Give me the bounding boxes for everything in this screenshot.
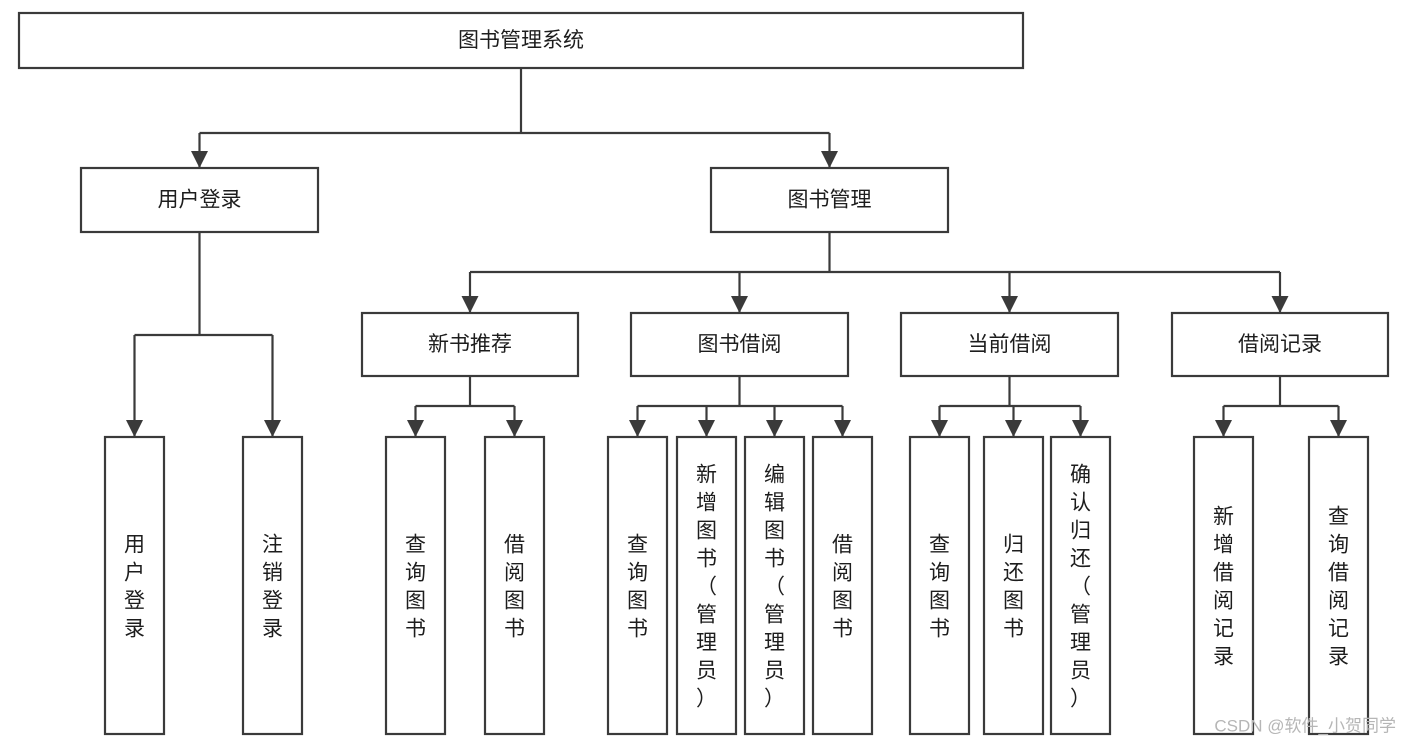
node-label: 新增图书（管理员） [696,463,717,710]
node-user-login[interactable]: 用户登录 [79,166,320,234]
edge-group-new-book-rec [407,376,523,437]
edge-group-book-manage [461,232,1289,313]
node-label: 新增借阅记录 [1213,505,1234,668]
node-new-book-rec[interactable]: 新书推荐 [360,311,580,378]
node-leaf-query-book-bb[interactable]: 查询图书 [606,435,669,736]
node-leaf-borrow-book-rec[interactable]: 借阅图书 [483,435,546,736]
csdn-watermark: CSDN @软件_小贺同学 [1214,716,1396,735]
node-box [982,435,1045,736]
node-leaf-query-record[interactable]: 查询借阅记录 [1307,435,1370,736]
node-label: 查询图书 [405,533,426,640]
node-label: 图书管理系统 [458,29,584,52]
arrow-head-icon [191,151,208,168]
node-label: 查询图书 [627,533,648,640]
node-box [606,435,669,736]
node-label: 新书推荐 [428,333,512,356]
node-leaf-add-book[interactable]: 新增图书（管理员） [675,435,738,736]
arrow-head-icon [1072,420,1089,437]
node-leaf-return-book[interactable]: 归还图书 [982,435,1045,736]
edge-group-current-borrow [931,376,1089,437]
node-leaf-confirm-return[interactable]: 确认归还（管理员） [1049,435,1112,736]
arrow-head-icon [698,420,715,437]
node-label: 注销登录 [262,533,283,640]
arrow-head-icon [1330,420,1347,437]
node-box [79,166,320,234]
arrow-head-icon [407,420,424,437]
arrow-head-icon [264,420,281,437]
node-box [908,435,971,736]
node-current-borrow[interactable]: 当前借阅 [899,311,1120,378]
node-box [1192,435,1255,736]
edge-group-user-login [126,232,281,437]
node-label: 借阅图书 [504,533,525,640]
nodes-layer: 图书管理系统用户登录图书管理新书推荐图书借阅当前借阅借阅记录用户登录注销登录查询… [17,11,1390,736]
node-label: 图书管理 [788,189,872,212]
node-box [483,435,546,736]
node-label: 归还图书 [1003,533,1024,640]
arrow-head-icon [1001,296,1018,313]
node-label: 借阅图书 [832,533,853,640]
arrow-head-icon [1271,296,1289,313]
arrow-head-icon [834,420,851,437]
node-box [811,435,874,736]
node-label: 编辑图书（管理员） [764,463,785,710]
arrow-head-icon [1215,420,1232,437]
node-book-borrow[interactable]: 图书借阅 [629,311,850,378]
arrow-head-icon [126,420,143,437]
node-box [241,435,304,736]
arrow-head-icon [506,420,523,437]
node-box [1170,311,1390,378]
node-box [1307,435,1370,736]
node-box [629,311,850,378]
node-box [743,435,806,736]
node-label: 用户登录 [158,189,242,212]
edges-layer [126,68,1347,437]
node-label: 查询借阅记录 [1328,505,1349,668]
node-leaf-logout[interactable]: 注销登录 [241,435,304,736]
edge-group-borrow-record [1215,376,1347,437]
node-leaf-query-book-rec[interactable]: 查询图书 [384,435,447,736]
node-box [1049,435,1112,736]
node-root[interactable]: 图书管理系统 [17,11,1025,70]
node-book-manage[interactable]: 图书管理 [709,166,950,234]
node-box [899,311,1120,378]
node-leaf-edit-book[interactable]: 编辑图书（管理员） [743,435,806,736]
edge-group-root [191,68,838,168]
node-box [709,166,950,234]
node-box [675,435,738,736]
node-leaf-query-book-cb[interactable]: 查询图书 [908,435,971,736]
node-box [384,435,447,736]
arrow-head-icon [1005,420,1022,437]
node-leaf-user-login[interactable]: 用户登录 [103,435,166,736]
node-box [360,311,580,378]
node-leaf-add-record[interactable]: 新增借阅记录 [1192,435,1255,736]
arrow-head-icon [766,420,783,437]
node-leaf-borrow-book-bb[interactable]: 借阅图书 [811,435,874,736]
node-label: 确认归还（管理员） [1070,463,1091,710]
node-label: 用户登录 [124,533,145,640]
node-label: 图书借阅 [698,333,782,356]
node-box [17,11,1025,70]
node-box [103,435,166,736]
arrow-head-icon [629,420,646,437]
node-label: 借阅记录 [1238,333,1322,356]
arrow-head-icon [821,151,838,168]
node-borrow-record[interactable]: 借阅记录 [1170,311,1390,378]
arrow-head-icon [731,296,748,313]
node-label: 当前借阅 [968,333,1052,356]
arrow-head-icon [931,420,948,437]
edge-group-book-borrow [629,376,851,437]
node-label: 查询图书 [929,533,950,640]
arrow-head-icon [461,296,479,313]
